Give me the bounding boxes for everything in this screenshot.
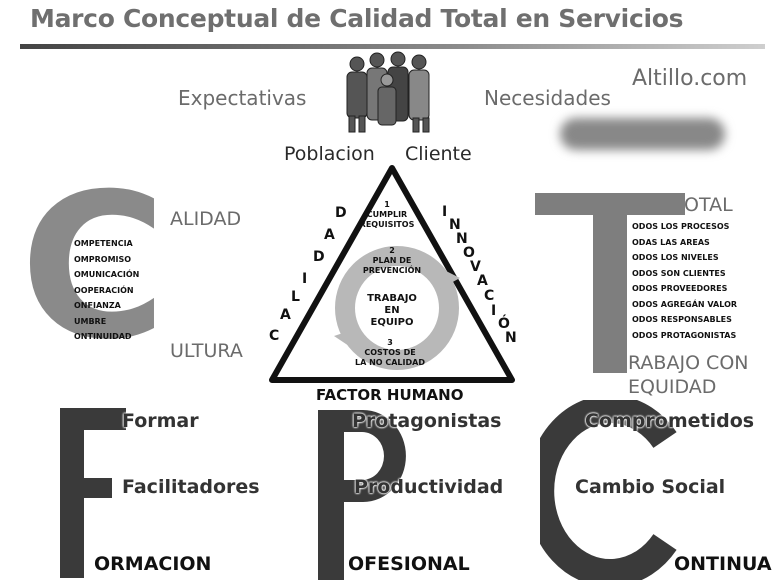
list-item: ODOS LOS PROCESOS xyxy=(632,222,730,231)
label-cambio-social: Cambio Social xyxy=(575,476,726,498)
big-letter-c-left: C xyxy=(20,151,167,384)
right-t-list: ODOS LOS PROCESOS ODAS LAS AREAS ODOS LO… xyxy=(632,219,737,343)
side-letter: I xyxy=(302,271,308,287)
big-letter-p xyxy=(318,410,406,580)
list-item: OMPROMISO xyxy=(74,254,132,264)
list-item: OMUNICACIÓN xyxy=(74,270,140,279)
side-letter: I xyxy=(442,204,448,220)
list-item: ONTINUIDAD xyxy=(74,332,132,341)
list-item: OOPERACIÓN xyxy=(74,285,134,295)
label-expectativas: Expectativas xyxy=(178,86,307,110)
side-letter: C xyxy=(269,328,280,344)
list-item: ODOS PROTAGONISTAS xyxy=(632,330,737,340)
list-item: ODOS SON CLIENTES xyxy=(632,268,726,278)
list-item: ODOS LOS NIVELES xyxy=(632,253,719,262)
page-title: Marco Conceptual de Calidad Total en Ser… xyxy=(30,4,684,33)
side-letter: C xyxy=(484,288,495,304)
label-ultura: ULTURA xyxy=(170,340,243,362)
label-cliente: Cliente xyxy=(405,143,472,165)
side-letter: I xyxy=(491,303,497,319)
side-letter: N xyxy=(449,217,461,233)
side-letter: N xyxy=(505,330,517,346)
big-letter-t-right xyxy=(535,193,685,373)
list-item: ONFIANZA xyxy=(74,301,121,310)
big-letter-c-bottom xyxy=(540,400,677,580)
center-text: TRABAJO EN EQUIPO xyxy=(367,293,417,328)
big-letter-f xyxy=(60,408,126,578)
list-item: ODOS AGREGÁN VALOR xyxy=(632,299,738,309)
list-item: ODOS PROVEEDORES xyxy=(632,284,728,293)
list-item: ODOS RESPONSABLES xyxy=(632,315,732,324)
label-ofesional: OFESIONAL xyxy=(348,553,470,575)
factor-humano-label: FACTOR HUMANO xyxy=(316,386,464,404)
label-formar: Formar xyxy=(122,410,199,432)
blurred-region xyxy=(560,118,725,150)
step-2-text: 2 PLAN DE PREVENCIÓN xyxy=(362,246,422,275)
side-letter: A xyxy=(324,227,335,243)
label-facilitadores: Facilitadores xyxy=(122,476,260,498)
side-letter: Ó xyxy=(498,316,510,332)
side-letter: D xyxy=(335,205,347,221)
label-alidad: ALIDAD xyxy=(170,208,242,230)
side-letter: V xyxy=(470,259,481,275)
list-item: OMPETENCIA xyxy=(74,239,133,248)
side-letter: N xyxy=(456,231,468,247)
label-equidad: EQUIDAD xyxy=(628,376,717,398)
list-item: UMBRE xyxy=(74,316,107,326)
label-necesidades: Necesidades xyxy=(484,86,611,110)
label-ontinua: ONTINUA xyxy=(674,553,772,575)
side-letter: A xyxy=(280,307,291,323)
step-1-text: 1 CUMPLIR REQUISITOS xyxy=(359,200,415,229)
list-item: ODAS LAS AREAS xyxy=(632,237,710,247)
side-letter: D xyxy=(313,249,325,265)
left-c-list: OMPETENCIA OMPROMISO OMUNICACIÓN OOPERAC… xyxy=(74,236,139,345)
side-letter: O xyxy=(463,245,475,261)
label-poblacion: Poblacion xyxy=(284,143,375,165)
quality-triangle xyxy=(269,165,515,383)
label-ormacion: ORMACION xyxy=(94,553,212,575)
title-underline xyxy=(20,44,765,49)
label-productividad: Productividad xyxy=(354,476,504,498)
label-comprometidos: Comprometidos xyxy=(585,410,755,432)
watermark-text: Altillo.com xyxy=(632,66,748,91)
people-group-icon xyxy=(346,51,430,133)
side-letter: L xyxy=(291,289,300,305)
step-3-text: 3 COSTOS DE LA NO CALIDAD xyxy=(355,338,425,367)
side-letter: A xyxy=(477,273,488,289)
label-otal: OTAL xyxy=(684,194,733,216)
label-protagonistas: Protagonistas xyxy=(352,410,502,432)
label-rabajo-con: RABAJO CON xyxy=(628,352,749,374)
